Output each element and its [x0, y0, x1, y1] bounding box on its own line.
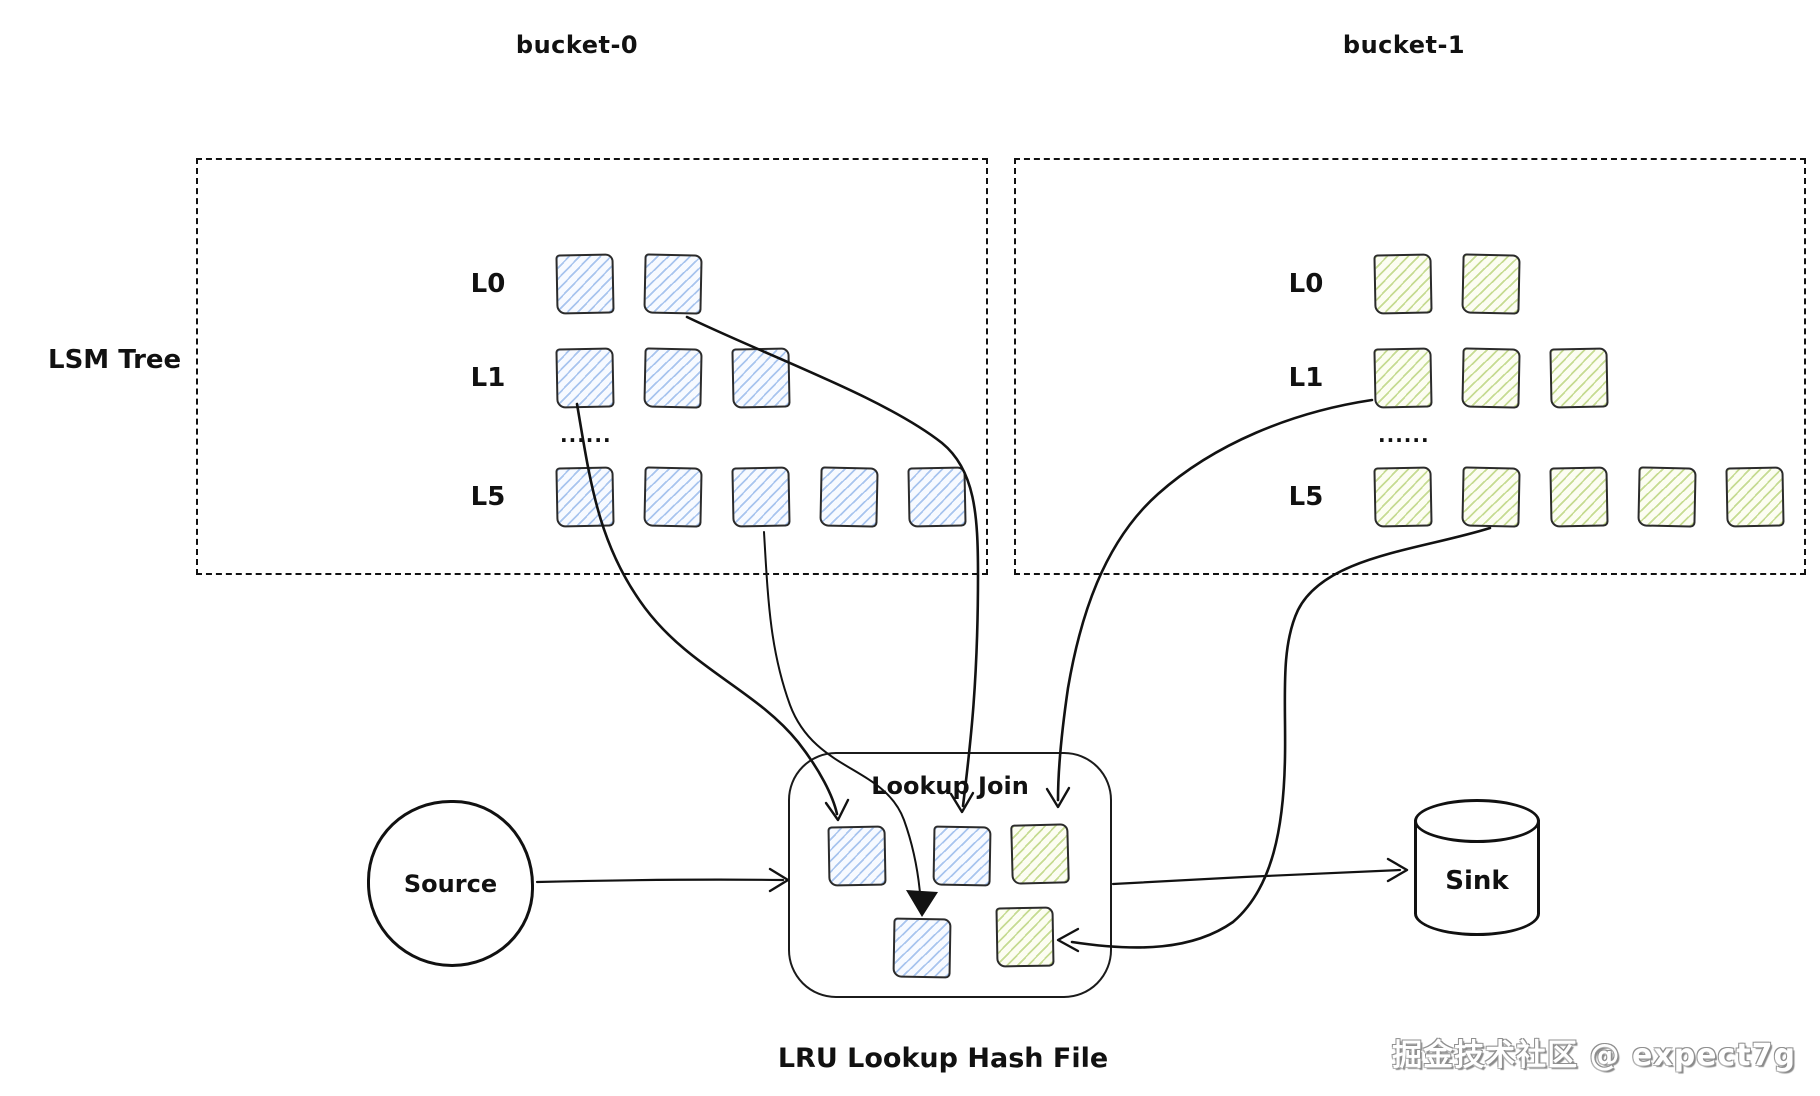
lookup-join-title: Lookup Join [871, 772, 1029, 800]
sstable-file [907, 466, 967, 528]
lookup-join-cached-block [1010, 823, 1070, 885]
sstable-file [555, 347, 615, 409]
lookup-join-node: Lookup Join [788, 752, 1112, 998]
bucket-0-level-l0: L0 [198, 253, 703, 315]
sstable-file [731, 347, 791, 409]
cylinder-top-icon [1414, 799, 1540, 843]
lookup-join-cached-block [892, 917, 952, 979]
bucket-0-level-l5: L5 [198, 466, 967, 528]
bucket-1-box: L0 L1 ...... L5 [1014, 158, 1806, 575]
levels-ellipsis: ...... [1378, 423, 1430, 447]
sstable-file [643, 253, 703, 315]
bucket-1-title: bucket-1 [1342, 31, 1466, 59]
bucket-0-title: bucket-0 [515, 31, 639, 59]
sstable-file [731, 466, 791, 528]
sstable-row [1373, 466, 1785, 528]
sstable-file [1373, 253, 1433, 315]
sstable-file [1461, 466, 1521, 528]
sstable-row [555, 466, 967, 528]
arrowhead-sink [1386, 857, 1409, 883]
sstable-file [1549, 466, 1609, 528]
sstable-file [1461, 253, 1521, 315]
bucket-1-level-l1: L1 [1016, 347, 1609, 409]
source-label: Source [403, 869, 498, 898]
sstable-row [1373, 253, 1521, 315]
source-node: Source [367, 800, 534, 967]
level-label: L0 [1288, 269, 1324, 299]
sstable-file [643, 347, 703, 409]
sstable-file [1725, 466, 1785, 528]
sstable-row [555, 347, 791, 409]
bucket-0-level-l1: L1 [198, 347, 791, 409]
level-label: L1 [470, 363, 506, 393]
bucket-1-level-l0: L0 [1016, 253, 1521, 315]
sstable-file [555, 253, 615, 315]
levels-ellipsis: ...... [560, 423, 612, 447]
sstable-file [1637, 466, 1697, 528]
sstable-file [1373, 347, 1433, 409]
level-label: L5 [470, 482, 506, 512]
sstable-file [1373, 466, 1433, 528]
lsm-tree-label: LSM Tree [48, 345, 182, 375]
sstable-row [555, 253, 703, 315]
lookup-join-cached-block [932, 825, 992, 887]
sstable-file [1461, 347, 1521, 409]
lookup-join-cached-block [995, 906, 1055, 968]
edge-source-to-join [535, 878, 785, 884]
sstable-file [819, 466, 879, 528]
diagram-caption: LRU Lookup Hash File [777, 1043, 1109, 1074]
lookup-join-cached-block [827, 825, 887, 887]
bucket-0-box: L0 L1 ...... L5 [196, 158, 988, 575]
sstable-file [1549, 347, 1609, 409]
level-label: L5 [1288, 482, 1324, 512]
arrowhead-join-left [768, 867, 790, 893]
sstable-file [555, 466, 615, 528]
sink-node: Sink [1414, 799, 1540, 936]
level-label: L0 [470, 269, 506, 299]
level-label: L1 [1288, 363, 1324, 393]
bucket-1-level-l5: L5 [1016, 466, 1785, 528]
sstable-row [1373, 347, 1609, 409]
edge-join-to-sink [1111, 868, 1402, 886]
sstable-file [643, 466, 703, 528]
watermark: 掘金技术社区 @ expect7g [1392, 1038, 1796, 1073]
sink-label: Sink [1445, 865, 1509, 896]
